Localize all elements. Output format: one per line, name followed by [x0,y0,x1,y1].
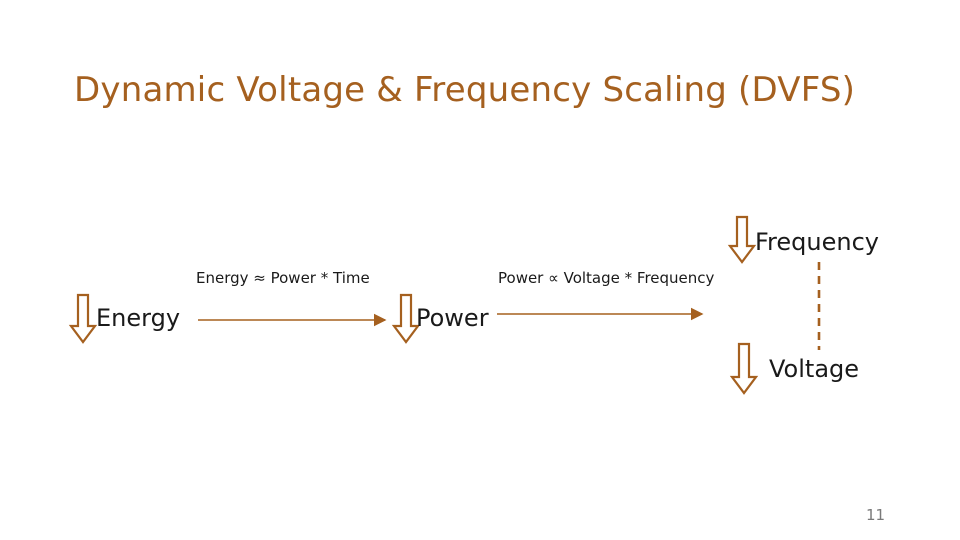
power-label: Power [416,304,489,332]
frequency-label: Frequency [755,228,879,256]
voltage-label: Voltage [769,355,860,383]
slide-title: Dynamic Voltage & Frequency Scaling (DVF… [74,70,856,110]
energy-label: Energy [96,304,181,332]
power-decrease-arrow-icon [391,293,421,344]
energy-decrease-arrow-icon [68,293,98,344]
energy-power-relation-label: Energy ≈ Power * Time [196,269,370,287]
page-number: 11 [866,506,886,524]
voltage-decrease-arrow-icon [729,342,759,395]
power-voltage-frequency-relation-label: Power ∝ Voltage * Frequency [498,269,715,287]
frequency-decrease-arrow-icon [727,215,757,264]
